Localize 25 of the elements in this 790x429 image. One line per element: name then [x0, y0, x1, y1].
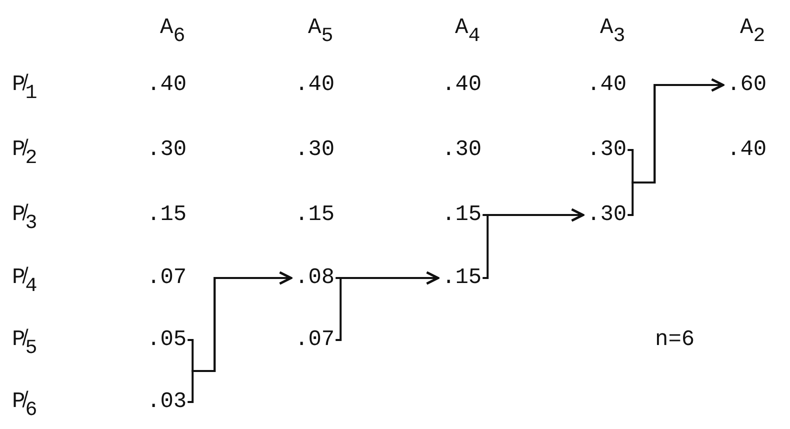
probability-value: .30 [295, 137, 335, 163]
probability-value: .07 [147, 265, 187, 291]
merge-arrow [628, 78, 724, 216]
probability-value: .15 [147, 202, 187, 228]
probability-value: .15 [442, 265, 482, 291]
probability-value: .30 [587, 137, 627, 163]
probability-value: .40 [727, 137, 767, 163]
probability-value: .30 [587, 202, 627, 228]
probability-value: .40 [587, 72, 627, 98]
probability-value: .40 [442, 72, 482, 98]
probability-value: .08 [295, 265, 335, 291]
probability-value: .30 [442, 137, 482, 163]
merge-arrow [482, 208, 584, 279]
probability-value: .40 [295, 72, 335, 98]
probability-value: .30 [147, 137, 187, 163]
note: n=6 [655, 327, 695, 353]
merge-arrow [336, 271, 440, 341]
probability-value: .07 [295, 327, 335, 353]
probability-value: .15 [442, 202, 482, 228]
probability-value: .60 [727, 72, 767, 98]
probability-value: .40 [147, 72, 187, 98]
probability-value: .03 [147, 389, 187, 415]
probability-value: .05 [147, 327, 187, 353]
merge-arrow [188, 271, 292, 403]
probability-value: .15 [295, 202, 335, 228]
